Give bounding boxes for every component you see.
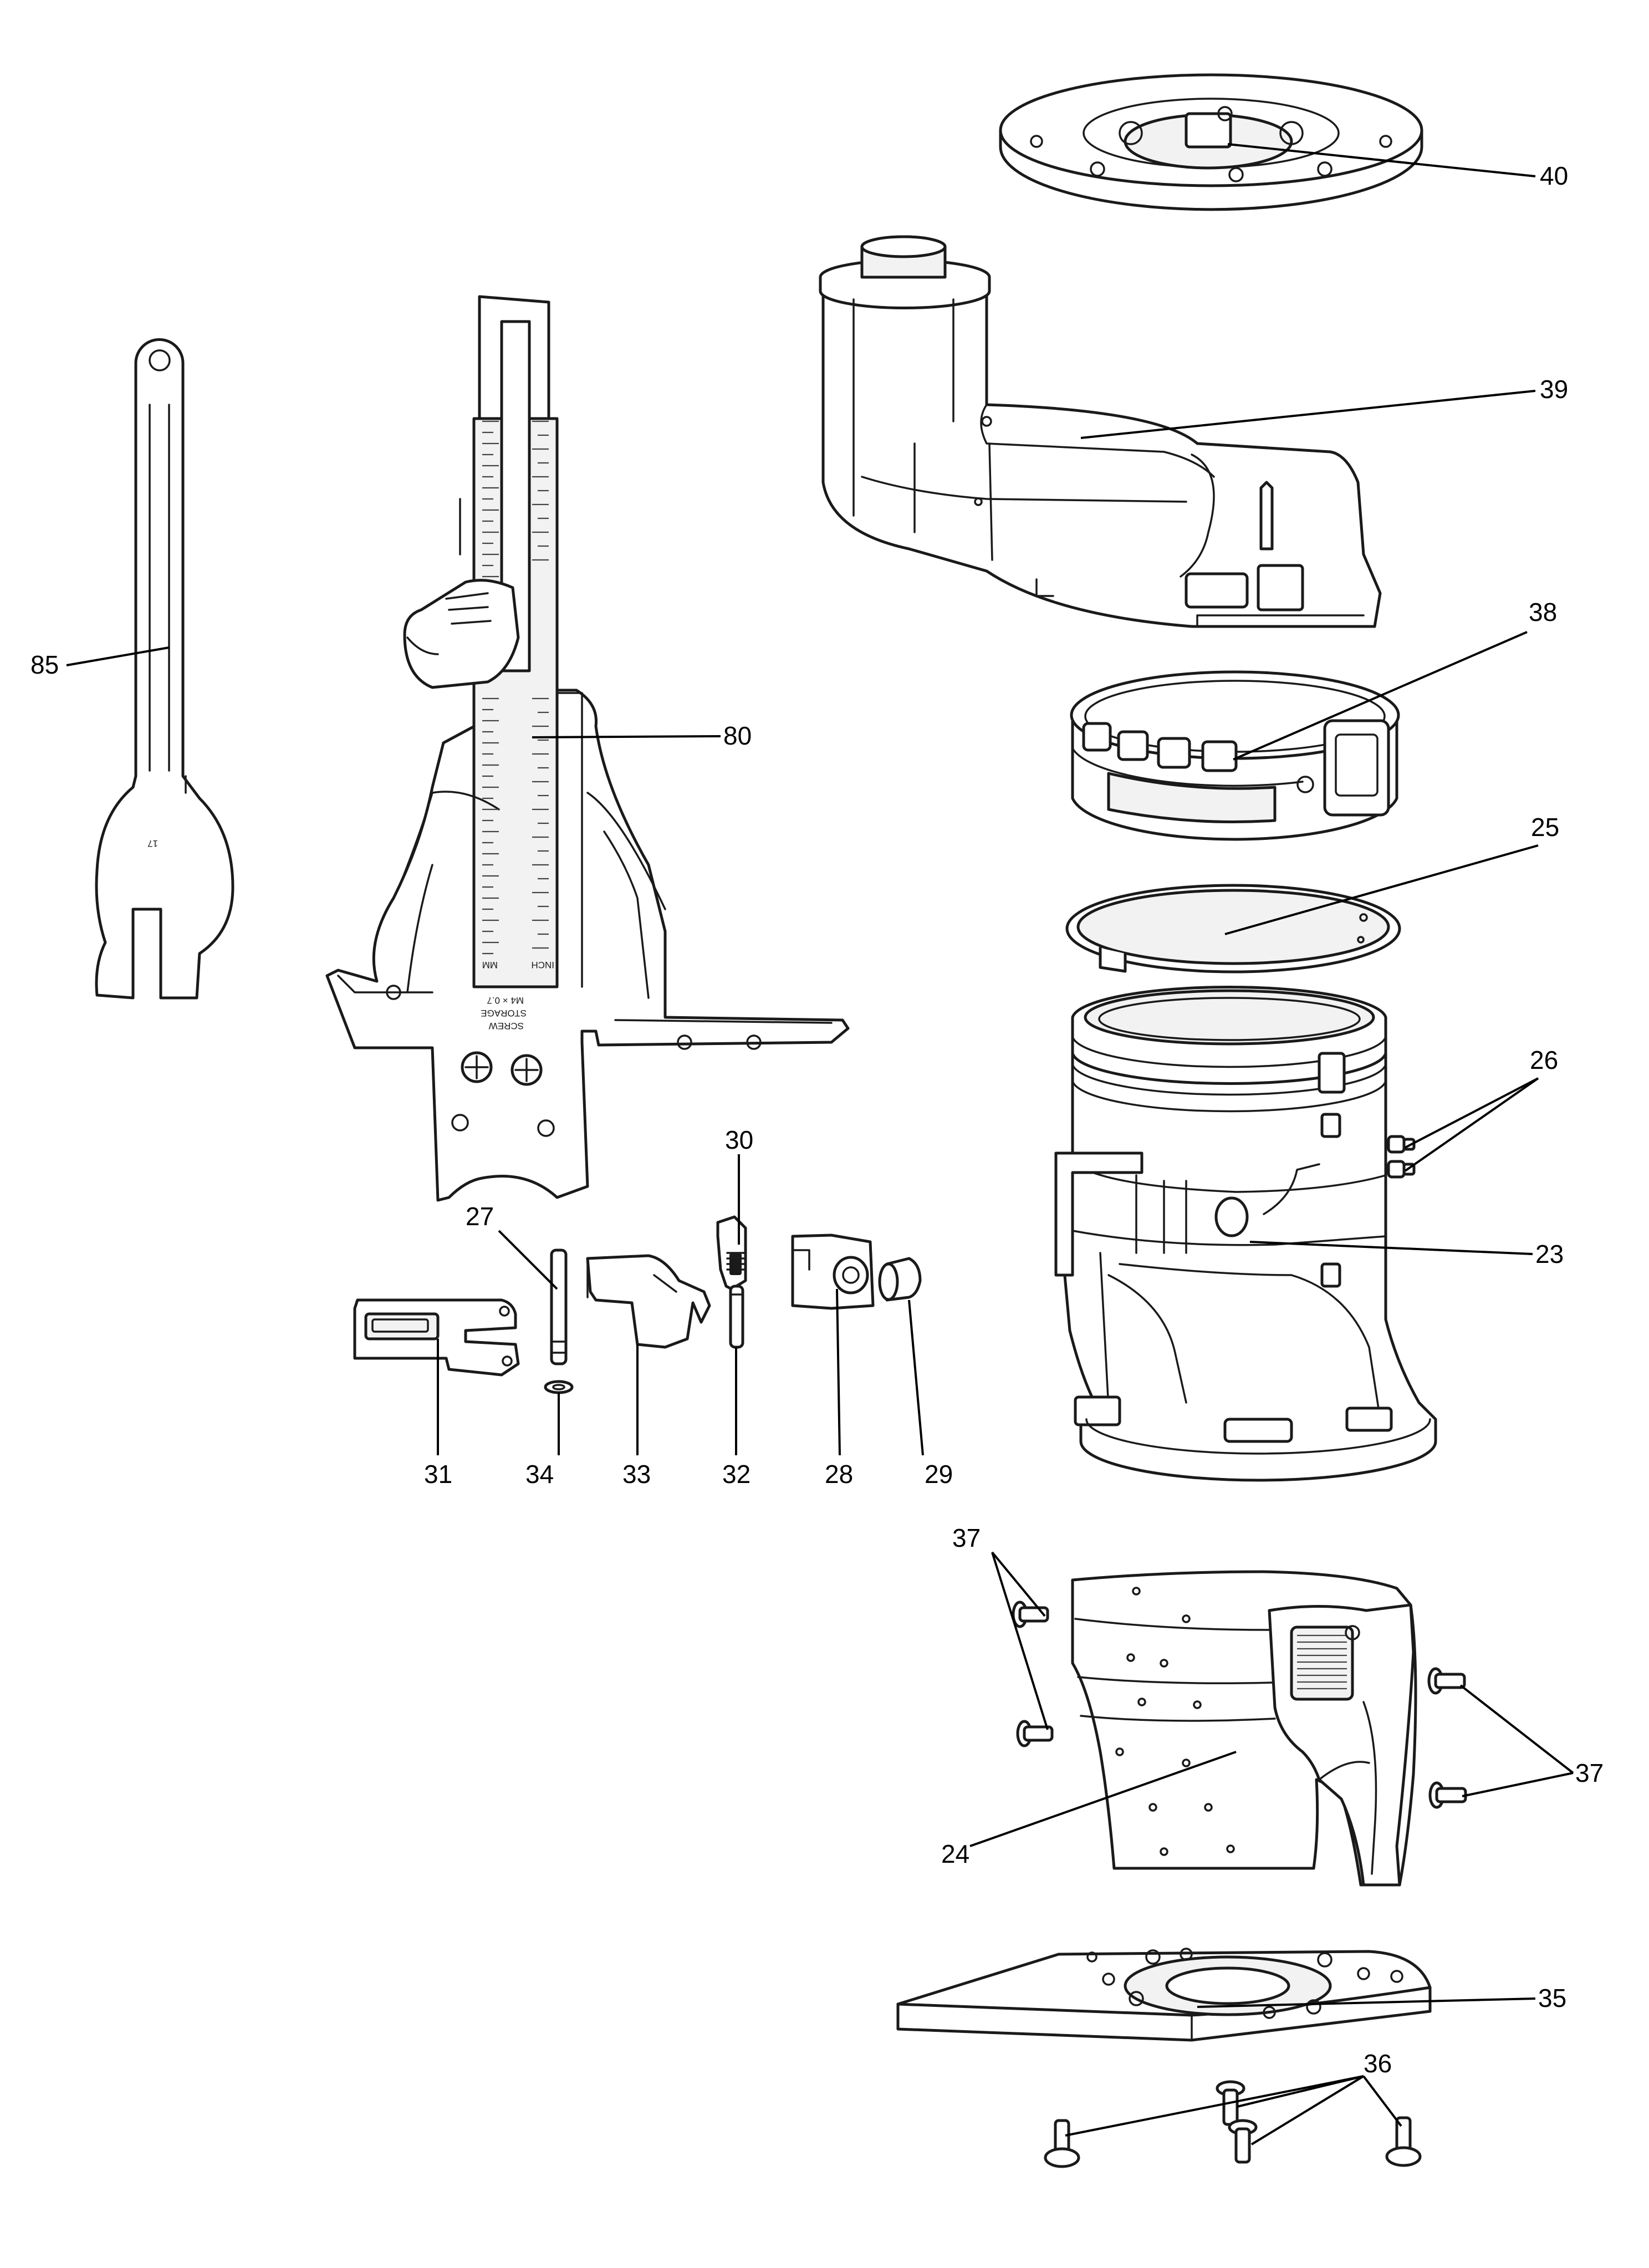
part-30-part-32-latch-and-spring [716, 1215, 747, 1349]
part-38-depth-adjust-ring [1070, 670, 1400, 841]
callout-37-left: 37 [952, 1523, 981, 1552]
part-34-clip [544, 1380, 574, 1394]
part-24-base-housing [1071, 1570, 1417, 1887]
leader-lines [66, 143, 1574, 2145]
callout-35: 35 [1538, 1984, 1566, 2012]
callout-39: 39 [1540, 375, 1568, 404]
screw-storage-marking: SCREW STORAGE M4 × 0.7 [481, 995, 527, 1031]
part-31-release-lever [353, 1298, 520, 1377]
part-25-clamp-ring [1065, 884, 1401, 974]
callout-29: 29 [925, 1460, 953, 1489]
part-23-fixed-base [1054, 985, 1437, 1482]
part-29-knob-cap [878, 1257, 922, 1302]
part-37-screws [1012, 1601, 1467, 1809]
scale-label-mm: MM [482, 960, 498, 970]
callout-38: 38 [1529, 598, 1557, 626]
screw-37-a [1012, 1601, 1049, 1628]
part-33-spring-plate [586, 1254, 711, 1349]
part-85-spanner-wrench: 17 [95, 338, 234, 1000]
part-26-screws [1387, 1135, 1416, 1179]
millimeter-scale: MM INCH [482, 420, 554, 970]
callout-30: 30 [725, 1125, 753, 1154]
part-39-dust-hood [819, 235, 1382, 628]
callout-27: 27 [466, 1202, 494, 1231]
screw-storage-text-1: SCREW [489, 1021, 524, 1031]
screw-36-d [1385, 2116, 1422, 2167]
screw-storage-text-3: M4 × 0.7 [487, 995, 524, 1006]
callout-37-right: 37 [1575, 1759, 1604, 1787]
screw-37-c [1427, 1667, 1466, 1695]
part-80-edge-guide: MM INCH SCREW STORAGE M4 × 0.7 [325, 295, 850, 1202]
callout-23: 23 [1535, 1240, 1564, 1268]
callout-labels: 40 39 85 80 38 25 26 30 27 23 31 34 33 3… [30, 161, 1604, 2078]
callout-24: 24 [941, 1839, 969, 1868]
screw-36-b [1216, 2080, 1245, 2126]
callout-33: 33 [622, 1460, 651, 1489]
callout-36: 36 [1364, 2049, 1392, 2078]
callout-32: 32 [722, 1460, 751, 1489]
screw-36-c [1228, 2119, 1258, 2164]
part-35-sub-base-plate [896, 1948, 1432, 2042]
callout-80: 80 [723, 721, 752, 750]
part-40-sub-base-disc [999, 73, 1423, 211]
callout-40: 40 [1540, 161, 1568, 190]
screw-36-a [1044, 2119, 1080, 2168]
callout-31: 31 [424, 1460, 452, 1489]
callout-34: 34 [525, 1460, 554, 1489]
part-27-pin [550, 1248, 568, 1365]
screw-37-d [1428, 1781, 1467, 1809]
wrench-size-marking: 17 [147, 838, 158, 849]
callout-26: 26 [1530, 1046, 1558, 1074]
callout-85: 85 [30, 650, 59, 679]
screw-26-b [1387, 1160, 1416, 1179]
scale-label-inch: INCH [531, 960, 554, 970]
callout-25: 25 [1531, 813, 1559, 842]
screw-37-b [1016, 1720, 1054, 1747]
part-36-screws [1044, 2080, 1422, 2168]
part-28-lock-bracket [791, 1234, 875, 1310]
callout-28: 28 [825, 1460, 853, 1489]
screw-storage-text-2: STORAGE [481, 1008, 527, 1018]
